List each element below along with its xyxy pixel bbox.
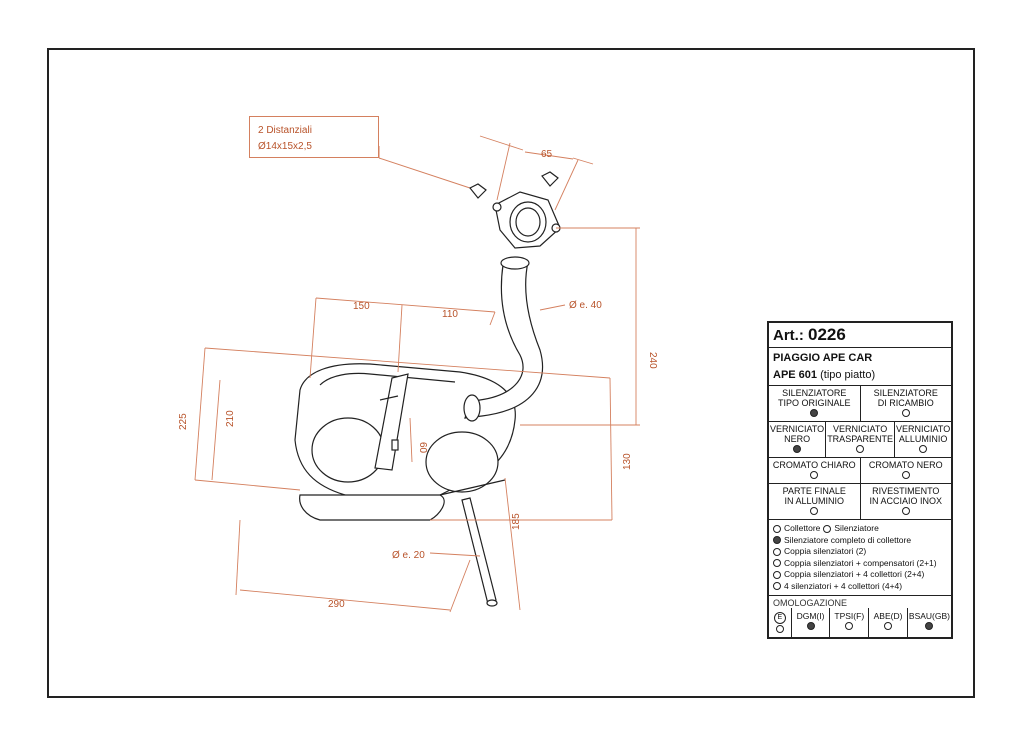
radio-empty-icon bbox=[775, 625, 784, 633]
mounting-bracket bbox=[374, 373, 409, 471]
homologation-title: OMOLOGAZIONE bbox=[773, 598, 848, 608]
paint-transparent-option[interactable]: VERNICIATO TRASPARENTE bbox=[825, 422, 894, 457]
finish-row: PARTE FINALE IN ALLUMINIO RIVESTIMENTO I… bbox=[769, 484, 951, 520]
callout-line-2: Ø14x15x2,5 bbox=[258, 141, 312, 152]
dim-60: 60 bbox=[417, 442, 428, 454]
e-mark-icon: E bbox=[773, 612, 786, 624]
dim-130: 130 bbox=[622, 453, 633, 470]
radio-empty-icon bbox=[901, 409, 910, 417]
spacer-callout: 2 Distanziali Ø14x15x2,5 bbox=[249, 116, 379, 158]
radio-empty-icon bbox=[884, 622, 893, 630]
model-code: APE 601 bbox=[773, 369, 818, 381]
finish-inox-option[interactable]: RIVESTIMENTO IN ACCIAIO INOX bbox=[859, 484, 952, 519]
spec-table: Art.: 0226 PIAGGIO APE CAR APE 601 (tipo… bbox=[767, 321, 953, 639]
paint-row: VERNICIATO NERO VERNICIATO TRASPARENTE V… bbox=[769, 422, 951, 458]
radio-selected-icon bbox=[925, 622, 934, 630]
radio-empty-icon bbox=[823, 524, 832, 533]
radio-empty-icon bbox=[773, 570, 781, 579]
homologation-tpsi[interactable]: TPSI(F) bbox=[829, 608, 868, 637]
radio-empty-icon bbox=[773, 547, 781, 556]
radio-selected-icon bbox=[793, 445, 802, 453]
article-number: 0226 bbox=[808, 325, 846, 344]
tail-pipe bbox=[461, 497, 498, 607]
dim-diameter-20: Ø e. 20 bbox=[392, 550, 425, 561]
radio-empty-icon bbox=[773, 582, 781, 591]
dim-110: 110 bbox=[442, 309, 458, 320]
model-variant: APE 601 (tipo piatto) bbox=[769, 368, 951, 385]
option-four-four[interactable]: 4 silenziatori + 4 collettori (4+4) bbox=[773, 581, 947, 593]
option-pair[interactable]: Coppia silenziatori (2) bbox=[773, 546, 947, 558]
radio-empty-icon bbox=[773, 524, 781, 533]
radio-empty-icon bbox=[856, 445, 865, 453]
muffler-body bbox=[294, 363, 516, 521]
silencer-original-option[interactable]: SILENZIATORE TIPO ORIGINALE bbox=[769, 386, 860, 421]
radio-selected-icon bbox=[810, 409, 819, 417]
dim-290: 290 bbox=[328, 599, 345, 610]
dimension-lines bbox=[194, 135, 640, 613]
silencer-replacement-option[interactable]: SILENZIATORE DI RICAMBIO bbox=[859, 386, 952, 421]
radio-empty-icon bbox=[810, 471, 819, 479]
finish-aluminium-option[interactable]: PARTE FINALE IN ALLUMINIO bbox=[769, 484, 860, 519]
homologation-section: OMOLOGAZIONE E DGM(I) TPSI(F) ABE(D) BSA… bbox=[769, 596, 951, 637]
chrome-row: CROMATO CHIARO CROMATO NERO bbox=[769, 458, 951, 484]
product-options-list: Collettore Silenziatore Silenziatore com… bbox=[769, 520, 951, 596]
dim-210: 210 bbox=[225, 410, 236, 427]
option-pair-compensators[interactable]: Coppia silenziatori + compensatori (2+1) bbox=[773, 558, 947, 570]
option-complete[interactable]: Silenziatore completo di collettore bbox=[773, 535, 947, 547]
radio-empty-icon bbox=[901, 471, 910, 479]
dim-185: 185 bbox=[511, 513, 522, 530]
exhaust-flange bbox=[469, 171, 561, 249]
paint-black-option[interactable]: VERNICIATO NERO bbox=[769, 422, 825, 457]
option-collector-silencer[interactable]: Collettore Silenziatore bbox=[773, 523, 947, 535]
model-name: PIAGGIO APE CAR bbox=[773, 352, 873, 364]
radio-selected-icon bbox=[773, 536, 781, 545]
callout-line-1: 2 Distanziali bbox=[258, 125, 312, 136]
dim-150: 150 bbox=[353, 301, 370, 312]
dim-diameter-40: Ø e. 40 bbox=[569, 300, 602, 311]
homologation-abe[interactable]: ABE(D) bbox=[868, 608, 907, 637]
silencer-type-row: SILENZIATORE TIPO ORIGINALE SILENZIATORE… bbox=[769, 386, 951, 422]
option-pair-collectors[interactable]: Coppia silenziatori + 4 collettori (2+4) bbox=[773, 569, 947, 581]
drawing-frame bbox=[47, 48, 975, 698]
homologation-bsau[interactable]: BSAU(GB) bbox=[906, 608, 951, 637]
chrome-black-option[interactable]: CROMATO NERO bbox=[859, 458, 952, 483]
radio-empty-icon bbox=[773, 559, 781, 568]
article-label: Art.: bbox=[773, 327, 804, 344]
homologation-row: E DGM(I) TPSI(F) ABE(D) BSAU(GB) bbox=[769, 608, 951, 637]
model-row: PIAGGIO APE CAR APE 601 (tipo piatto) bbox=[769, 348, 951, 386]
article-row: Art.: 0226 bbox=[769, 323, 951, 348]
radio-empty-icon bbox=[845, 622, 854, 630]
homologation-dgm[interactable]: DGM(I) bbox=[790, 608, 830, 637]
model-note: (tipo piatto) bbox=[820, 369, 876, 381]
radio-empty-icon bbox=[810, 507, 819, 515]
callout-leader bbox=[378, 146, 477, 191]
dim-225: 225 bbox=[178, 413, 189, 430]
dim-65: 65 bbox=[541, 149, 553, 160]
radio-selected-icon bbox=[806, 622, 815, 630]
radio-empty-icon bbox=[901, 507, 910, 515]
dim-240: 240 bbox=[647, 352, 658, 369]
header-pipe bbox=[463, 256, 544, 422]
homologation-e[interactable]: E bbox=[769, 608, 791, 637]
chrome-light-option[interactable]: CROMATO CHIARO bbox=[769, 458, 860, 483]
paint-aluminium-option[interactable]: VERNICIATO ALLUMINIO bbox=[894, 422, 951, 457]
radio-empty-icon bbox=[919, 445, 928, 453]
